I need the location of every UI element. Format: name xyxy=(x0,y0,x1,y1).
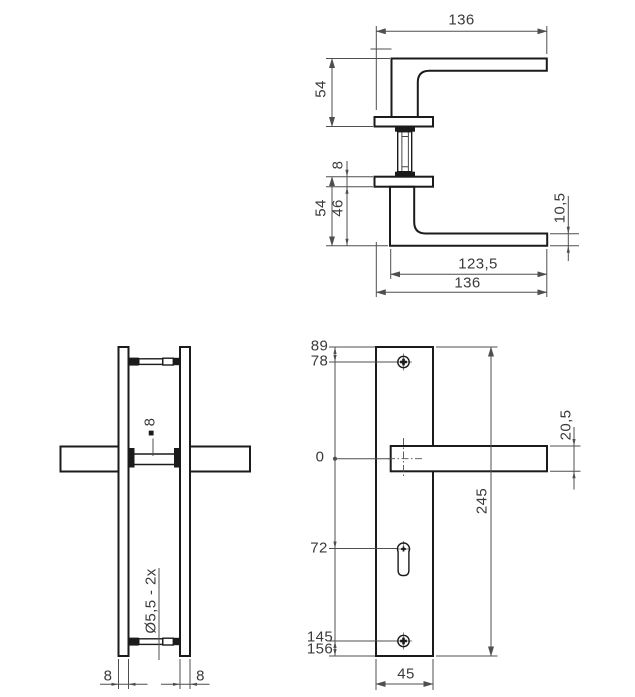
pos-label-bottom-screw: 145 xyxy=(306,628,334,645)
right-grip xyxy=(189,445,251,473)
dim-label-below-rose: 46 xyxy=(329,198,347,217)
dim-label-plate-width: 45 xyxy=(397,665,415,682)
dim-label-grip-thickness: 10,5 xyxy=(551,192,568,224)
square-section-icon: ■ xyxy=(148,427,155,439)
plate-front-dimensions xyxy=(329,346,581,690)
plate-edge-dimensions xyxy=(100,659,210,689)
dim-label-plate-length: 245 xyxy=(473,487,490,515)
top-screw-icon xyxy=(395,353,412,371)
top-screw-icon xyxy=(128,357,180,366)
left-grip xyxy=(59,445,120,473)
dim-label-length-top: 136 xyxy=(448,11,475,29)
screw-hole-note: Ø5,5 - 2x xyxy=(142,568,159,634)
dim-label-rose-thickness: 8 xyxy=(329,160,347,170)
dim-label-total-height: 54 xyxy=(312,198,329,217)
plate-front-view xyxy=(375,346,549,657)
plate-edge-view xyxy=(59,346,251,660)
pos-label-zero: 0 xyxy=(315,448,325,466)
handle-side-dimensions xyxy=(326,26,579,297)
pos-label-keyhole: 72 xyxy=(310,539,328,557)
lower-lever xyxy=(389,185,549,247)
upper-lever xyxy=(390,57,548,118)
pos-label-bottom-edge: 156 xyxy=(306,640,334,658)
bottom-screw-icon xyxy=(395,632,412,650)
spindle-hub xyxy=(128,448,180,468)
dim-label-plate-thickness-right: 8 xyxy=(196,667,205,684)
dim-label-spindle-size: 8 xyxy=(141,417,158,426)
dim-label-length-bottom: 136 xyxy=(454,274,481,291)
dim-label-plate-thickness-left: 8 xyxy=(103,667,113,684)
right-plate xyxy=(179,346,191,657)
dim-label-handle-thickness: 20,5 xyxy=(557,409,575,440)
pos-label-top-screw: 78 xyxy=(310,352,329,369)
left-plate xyxy=(117,346,130,657)
dim-label-upper-height: 54 xyxy=(312,80,329,98)
handle-side-view xyxy=(373,57,549,247)
lower-rose xyxy=(373,175,434,188)
backplate xyxy=(375,346,434,657)
pos-label-top-edge: 89 xyxy=(310,337,329,354)
upper-collar xyxy=(395,126,415,132)
handle-front xyxy=(389,445,549,473)
keyhole-icon xyxy=(396,541,411,577)
upper-rose xyxy=(373,116,434,128)
dim-label-grip-length: 123,5 xyxy=(458,255,498,273)
lower-collar xyxy=(395,171,415,177)
bottom-screw-icon xyxy=(128,637,180,646)
spindle-shaft xyxy=(397,130,413,173)
